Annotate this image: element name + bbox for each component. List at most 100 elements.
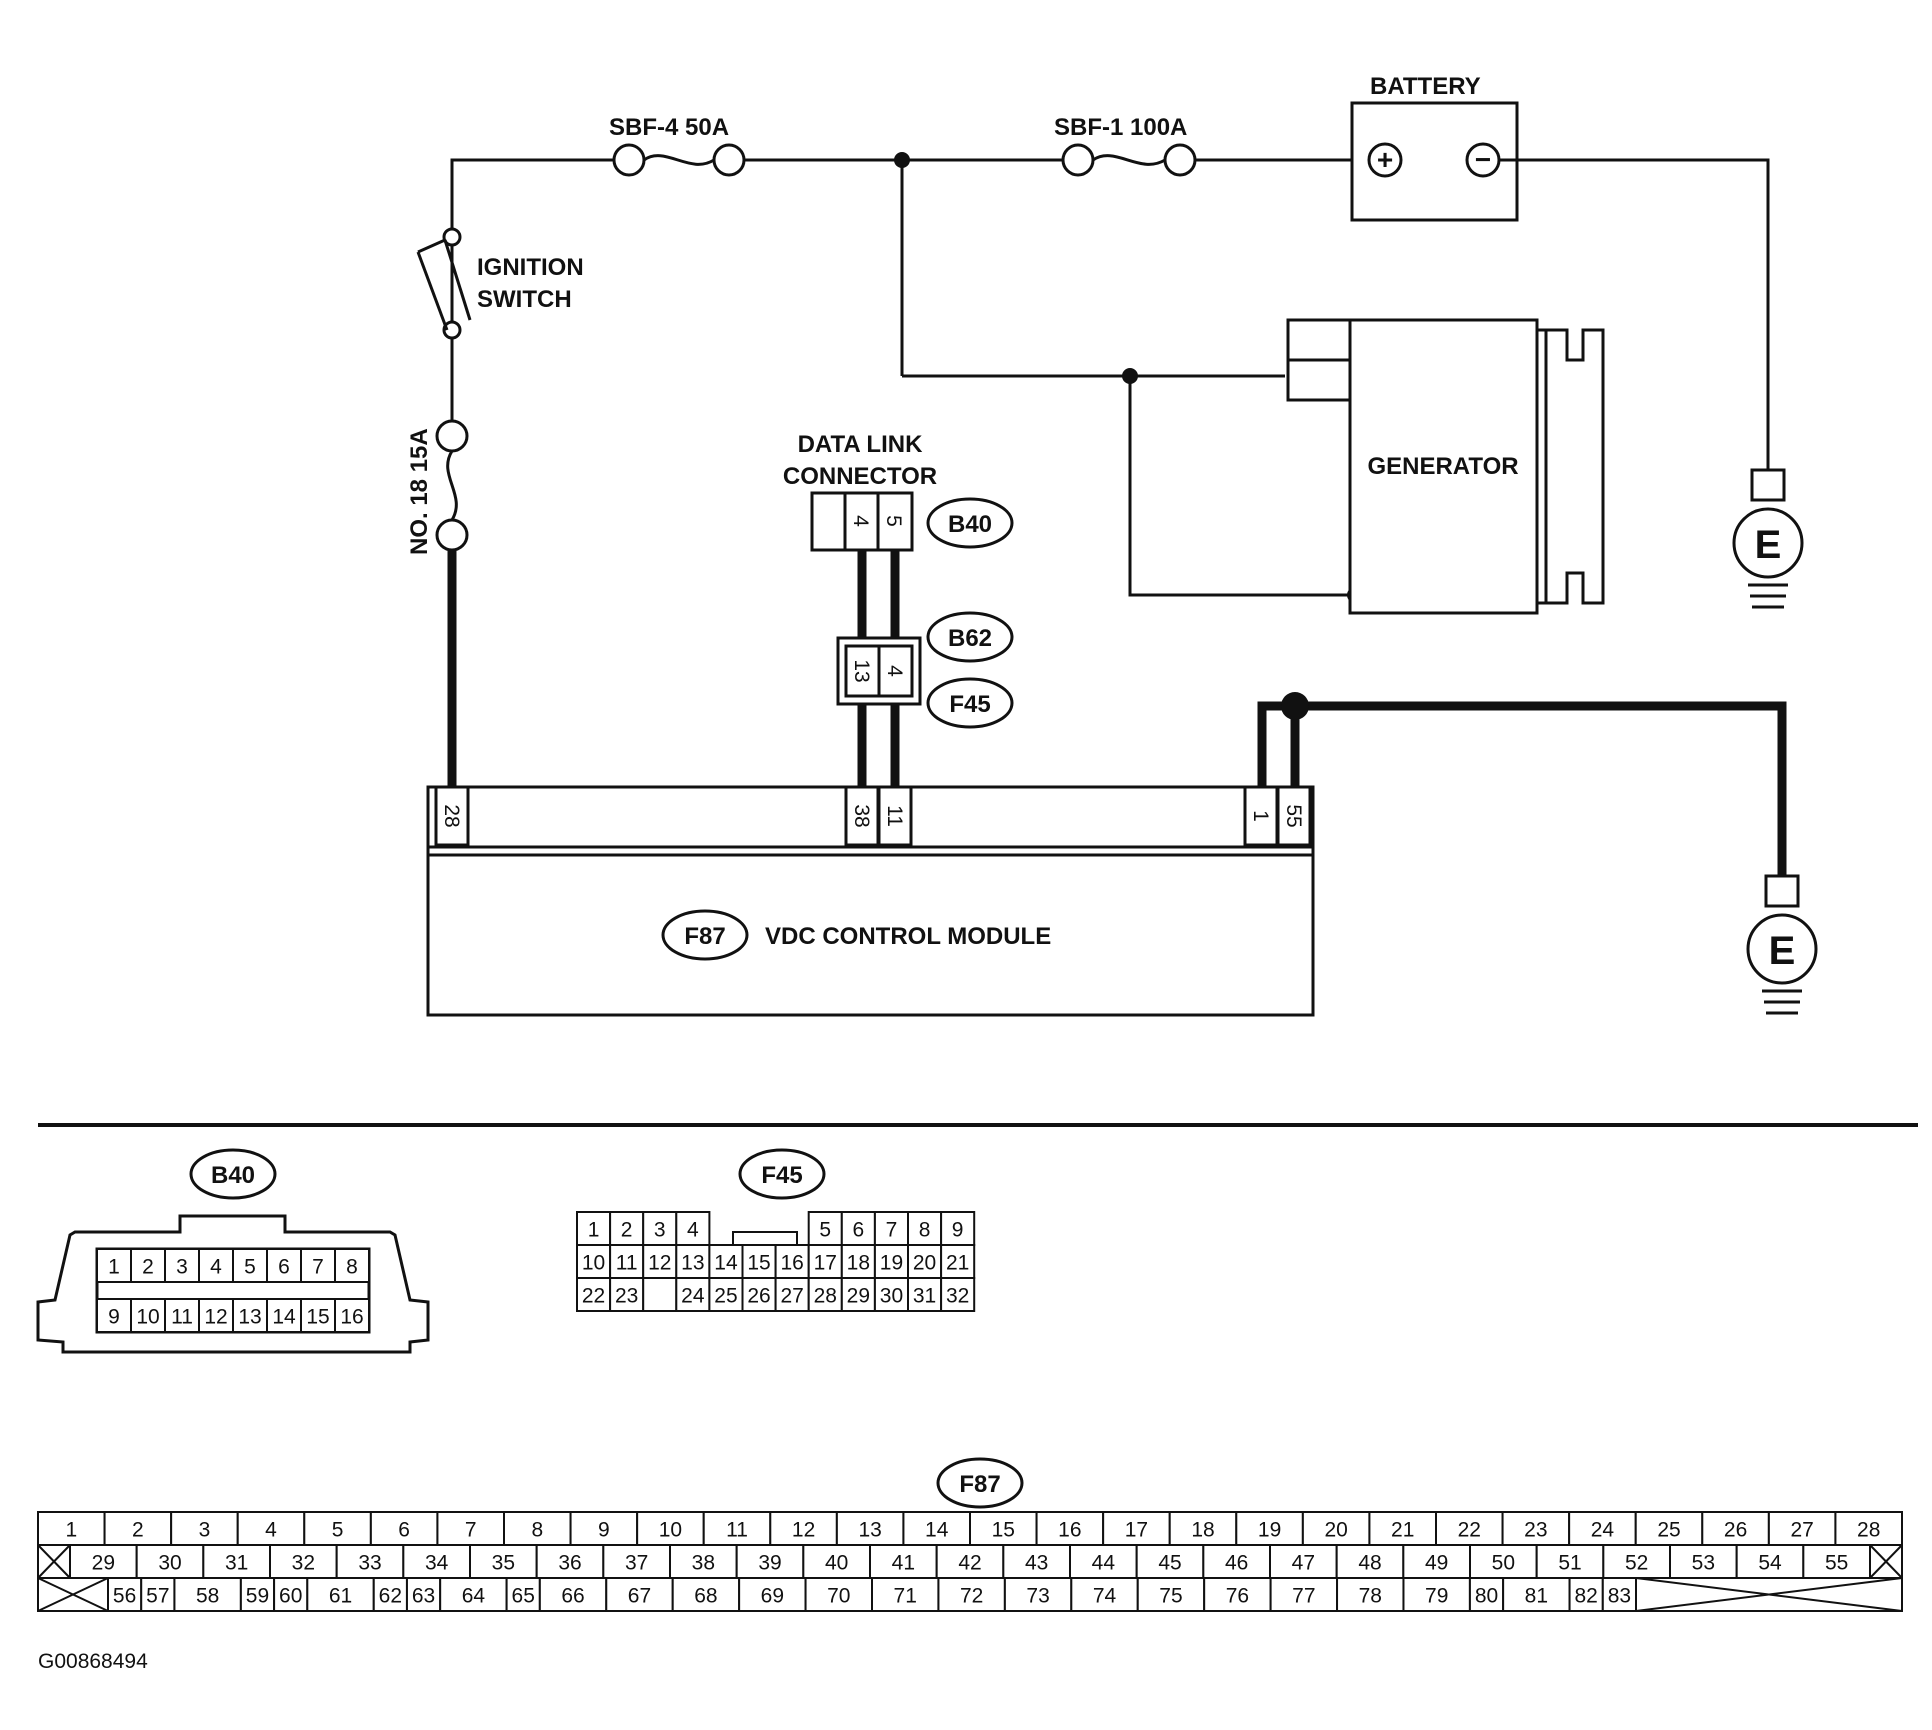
f45-pin-31: 31 bbox=[907, 1277, 943, 1312]
f87-pin-39: 39 bbox=[735, 1544, 805, 1579]
dlc-pin-5: 5 bbox=[882, 515, 905, 527]
f87-pin-60: 60 bbox=[273, 1577, 309, 1612]
f45-pin-24: 24 bbox=[675, 1277, 711, 1312]
svg-text:26: 26 bbox=[747, 1285, 770, 1308]
f87-pin-33: 33 bbox=[335, 1544, 405, 1579]
f87-pin-25: 25 bbox=[1634, 1511, 1704, 1546]
svg-text:32: 32 bbox=[292, 1552, 315, 1575]
svg-text:12: 12 bbox=[792, 1519, 815, 1542]
svg-text:28: 28 bbox=[440, 804, 463, 827]
connector-badge-f45: F45 bbox=[926, 677, 1014, 729]
svg-text:6: 6 bbox=[853, 1219, 865, 1242]
f45-face-badge: F45 bbox=[761, 1162, 802, 1189]
module-pin-11: 11 bbox=[877, 785, 913, 847]
svg-text:21: 21 bbox=[1391, 1519, 1414, 1542]
dlc-pin-4: 4 bbox=[849, 515, 872, 527]
svg-text:41: 41 bbox=[892, 1552, 915, 1575]
svg-text:5: 5 bbox=[244, 1256, 256, 1279]
f87-pin-64: 64 bbox=[439, 1577, 508, 1612]
svg-text:36: 36 bbox=[558, 1552, 581, 1575]
svg-text:21: 21 bbox=[946, 1252, 969, 1275]
f45-pin-30: 30 bbox=[873, 1277, 910, 1312]
svg-text:15: 15 bbox=[747, 1252, 770, 1275]
svg-text:4: 4 bbox=[265, 1519, 277, 1542]
svg-text:9: 9 bbox=[108, 1306, 120, 1329]
f87-pin-15: 15 bbox=[969, 1511, 1038, 1546]
svg-text:16: 16 bbox=[780, 1252, 803, 1275]
joint-connector-b62-f45: 13 4 bbox=[836, 636, 922, 706]
svg-text:25: 25 bbox=[714, 1285, 737, 1308]
svg-text:62: 62 bbox=[379, 1585, 402, 1608]
svg-text:11: 11 bbox=[726, 1519, 748, 1542]
b40-pin-15: 15 bbox=[300, 1298, 336, 1333]
svg-text:39: 39 bbox=[758, 1552, 781, 1575]
f87-pin-79: 79 bbox=[1402, 1577, 1471, 1612]
svg-text:80: 80 bbox=[1475, 1585, 1498, 1608]
svg-text:15: 15 bbox=[306, 1306, 329, 1329]
svg-text:19: 19 bbox=[880, 1252, 903, 1275]
f87-pin-30: 30 bbox=[135, 1544, 205, 1579]
module-pin-38: 38 bbox=[844, 785, 880, 847]
f87-pin-44: 44 bbox=[1069, 1544, 1138, 1579]
ignition-switch: IGNITION SWITCH bbox=[416, 227, 584, 340]
svg-text:13: 13 bbox=[238, 1306, 261, 1329]
svg-text:81: 81 bbox=[1525, 1585, 1548, 1608]
svg-text:11: 11 bbox=[171, 1306, 193, 1329]
f87-pin-48: 48 bbox=[1335, 1544, 1405, 1579]
svg-text:24: 24 bbox=[1591, 1519, 1615, 1542]
b40-pin-14: 14 bbox=[266, 1298, 302, 1333]
f87-pin-5: 5 bbox=[303, 1511, 372, 1546]
f87-pin-38: 38 bbox=[669, 1544, 738, 1579]
f45-pin-12: 12 bbox=[642, 1244, 678, 1279]
svg-text:8: 8 bbox=[346, 1256, 358, 1279]
svg-text:68: 68 bbox=[694, 1585, 717, 1608]
f45-pin-17: 17 bbox=[807, 1244, 843, 1279]
svg-text:32: 32 bbox=[946, 1285, 969, 1308]
f87-pin-4: 4 bbox=[236, 1511, 306, 1546]
ground-symbol-1: E bbox=[1732, 468, 1804, 609]
svg-text:8: 8 bbox=[919, 1219, 931, 1242]
svg-text:67: 67 bbox=[628, 1585, 651, 1608]
f87-pin-27: 27 bbox=[1767, 1511, 1837, 1546]
fuse-sbf1: SBF-1 100A bbox=[1054, 114, 1197, 177]
f87-pin-24: 24 bbox=[1568, 1511, 1637, 1546]
svg-text:54: 54 bbox=[1758, 1552, 1782, 1575]
f45-pin-18: 18 bbox=[840, 1244, 876, 1279]
svg-text:9: 9 bbox=[952, 1219, 964, 1242]
f87-row3-blank-end bbox=[1635, 1577, 1903, 1612]
svg-text:2: 2 bbox=[621, 1219, 633, 1242]
f87-pin-51: 51 bbox=[1535, 1544, 1605, 1579]
generator-label: GENERATOR bbox=[1367, 453, 1518, 480]
f87-pin-63: 63 bbox=[405, 1577, 442, 1612]
svg-text:27: 27 bbox=[780, 1285, 803, 1308]
f87-pin-40: 40 bbox=[802, 1544, 871, 1579]
svg-text:14: 14 bbox=[925, 1519, 949, 1542]
f87-pin-47: 47 bbox=[1269, 1544, 1338, 1579]
module-pin-55: 55 bbox=[1276, 785, 1312, 847]
f87-pin-1: 1 bbox=[37, 1511, 106, 1546]
svg-text:14: 14 bbox=[714, 1252, 738, 1275]
f87-pin-10: 10 bbox=[636, 1511, 705, 1546]
svg-text:74: 74 bbox=[1093, 1585, 1117, 1608]
f87-pin-56: 56 bbox=[107, 1577, 143, 1612]
f87-pin-21: 21 bbox=[1368, 1511, 1438, 1546]
f87-pin-42: 42 bbox=[935, 1544, 1005, 1579]
svg-text:79: 79 bbox=[1425, 1585, 1448, 1608]
svg-text:31: 31 bbox=[913, 1285, 936, 1308]
f45-pin-21: 21 bbox=[940, 1244, 976, 1279]
svg-text:58: 58 bbox=[196, 1585, 219, 1608]
svg-text:29: 29 bbox=[847, 1285, 870, 1308]
svg-text:2: 2 bbox=[132, 1519, 144, 1542]
svg-text:18: 18 bbox=[847, 1252, 870, 1275]
svg-text:82: 82 bbox=[1574, 1585, 1597, 1608]
f87-pin-66: 66 bbox=[538, 1577, 608, 1612]
f87-pin-14: 14 bbox=[902, 1511, 972, 1546]
b40-pin-7: 7 bbox=[300, 1248, 336, 1283]
svg-text:66: 66 bbox=[561, 1585, 584, 1608]
svg-text:61: 61 bbox=[329, 1585, 352, 1608]
dlc-label-line2: CONNECTOR bbox=[783, 463, 937, 490]
svg-text:28: 28 bbox=[814, 1285, 837, 1308]
